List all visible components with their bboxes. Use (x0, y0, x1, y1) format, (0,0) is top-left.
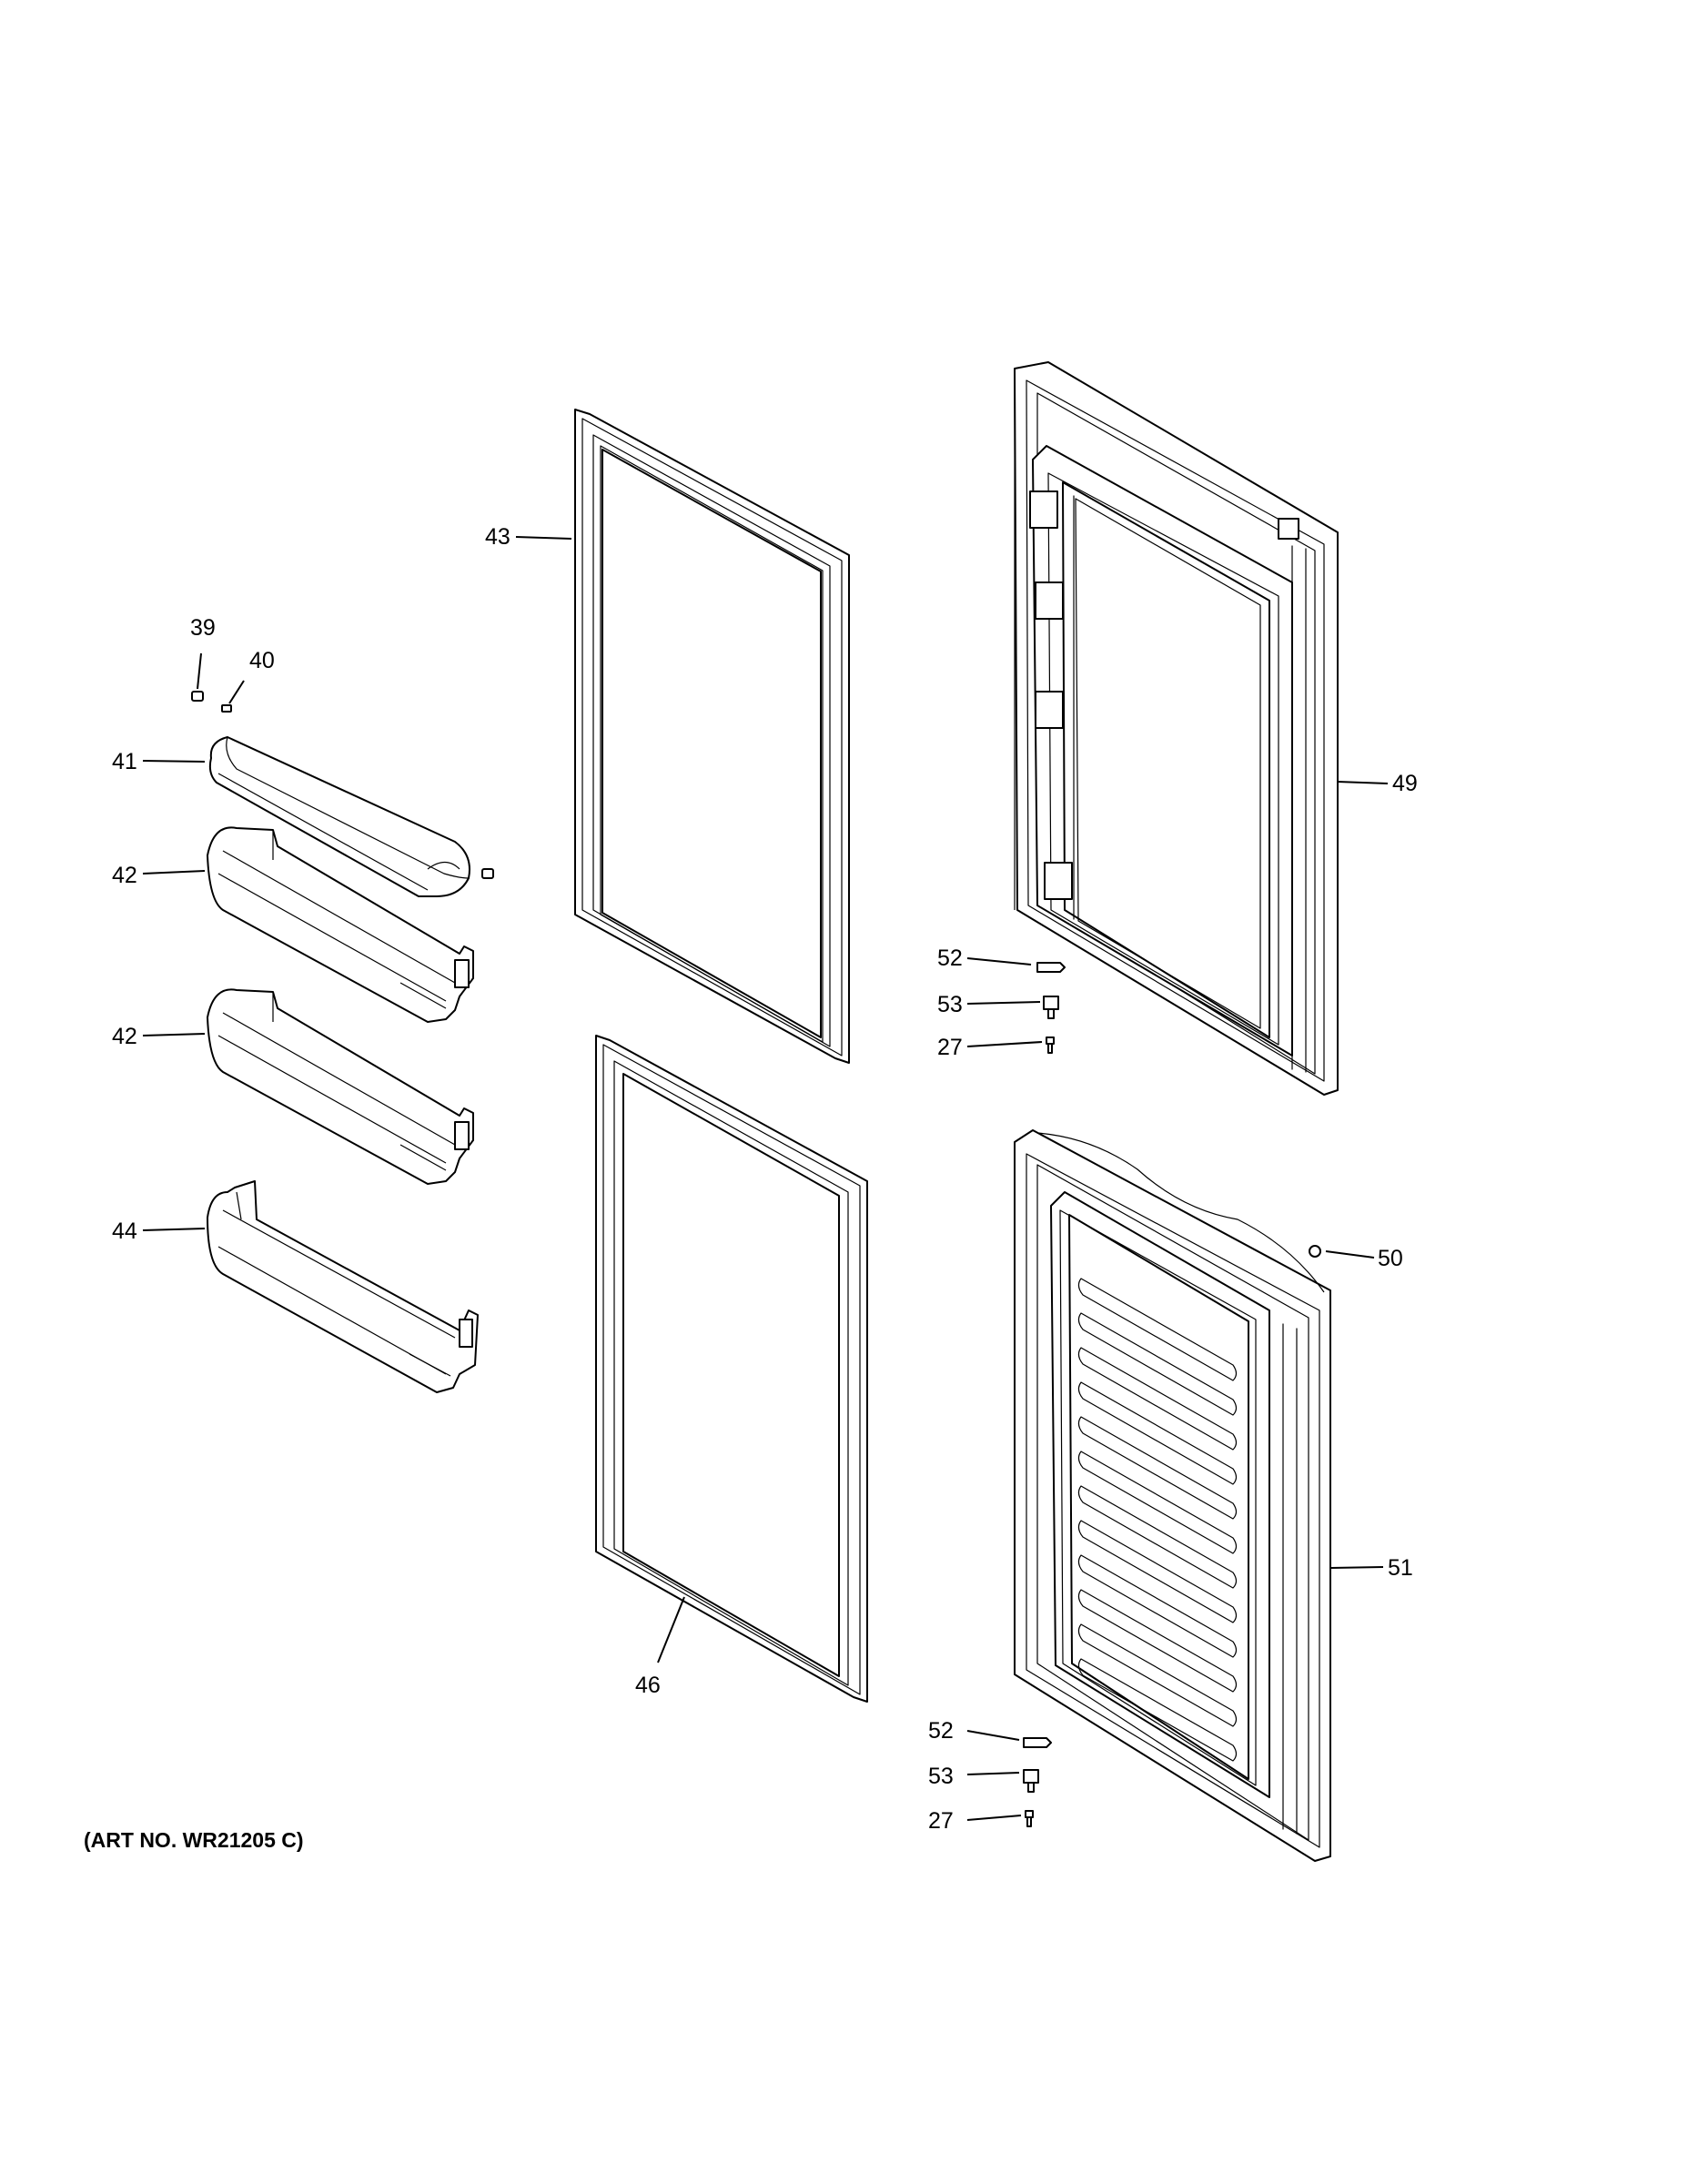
label-part-52-upper: 52 (937, 945, 963, 971)
screw-lower (1025, 1810, 1034, 1827)
pin-part (481, 868, 494, 879)
label-part-49: 49 (1392, 771, 1418, 796)
liner-rib (1077, 1451, 1238, 1554)
label-part-43: 43 (485, 524, 510, 550)
hinge-bushing-lower (1023, 1737, 1052, 1748)
cap-part-39 (191, 691, 204, 702)
liner-rib (1077, 1381, 1238, 1485)
label-part-42-upper: 42 (112, 863, 137, 888)
liner-rib (1077, 1520, 1238, 1623)
spring-part-40 (221, 704, 232, 713)
liner-rib (1077, 1658, 1238, 1762)
lower-door-liner-ribs (1077, 1278, 1238, 1762)
door-bin-upper (207, 826, 474, 1023)
label-part-44: 44 (112, 1218, 137, 1244)
door-bin-cover (208, 736, 470, 897)
hinge-pin-upper (1043, 996, 1059, 1019)
hinge-bushing-upper (1036, 962, 1066, 973)
label-part-27-upper: 27 (937, 1035, 963, 1060)
label-part-39: 39 (190, 615, 216, 641)
art-number: (ART NO. WR21205 C) (84, 1828, 304, 1852)
label-part-42-lower: 42 (112, 1024, 137, 1049)
label-part-41: 41 (112, 749, 137, 774)
liner-rib (1077, 1347, 1238, 1451)
label-part-53-lower: 53 (928, 1764, 954, 1789)
label-part-53-upper: 53 (937, 992, 963, 1017)
label-part-40: 40 (249, 648, 275, 673)
lower-door-assembly (1014, 1129, 1331, 1862)
liner-rib (1077, 1416, 1238, 1520)
screw-upper (1046, 1036, 1055, 1054)
liner-rib (1077, 1623, 1238, 1727)
lower-door-gasket (595, 1035, 868, 1703)
leader-lines (142, 536, 1389, 1821)
liner-rib (1077, 1485, 1238, 1589)
liner-rib (1077, 1278, 1238, 1381)
label-part-27-lower: 27 (928, 1808, 954, 1834)
hinge-pin-lower (1023, 1769, 1039, 1793)
upper-door-gasket (574, 409, 850, 1064)
door-stop-part-50 (1309, 1245, 1321, 1258)
label-part-51: 51 (1388, 1555, 1413, 1581)
label-part-46: 46 (635, 1673, 661, 1698)
door-bin-lower (207, 988, 474, 1185)
label-part-52-lower: 52 (928, 1718, 954, 1744)
upper-door-assembly (1014, 361, 1339, 1096)
label-part-50: 50 (1378, 1246, 1403, 1271)
liner-rib (1077, 1589, 1238, 1693)
liner-rib (1077, 1554, 1238, 1658)
liner-rib (1077, 1312, 1238, 1416)
door-bin-tall (207, 1180, 479, 1393)
